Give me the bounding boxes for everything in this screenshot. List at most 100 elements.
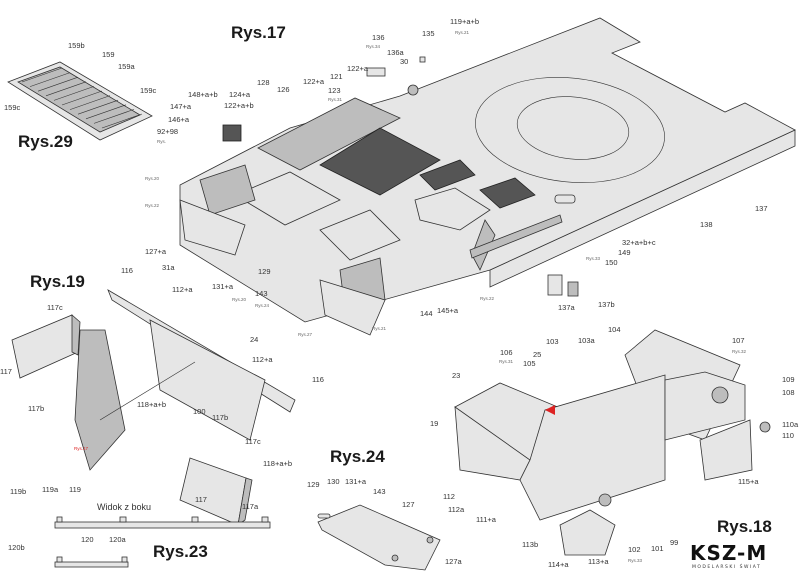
- grille-slat: [85, 104, 127, 120]
- part-number-label: 122+a+b: [224, 101, 254, 110]
- figure-reference-label: Rys.: [157, 139, 166, 144]
- part-number-label: 117c: [245, 437, 261, 446]
- figure-reference-label: Rys.31: [328, 97, 343, 102]
- part-number-label: 117b: [28, 404, 44, 413]
- part-number-label: 117c: [47, 303, 63, 312]
- part-number-label: 159c: [140, 86, 157, 95]
- grille-slat: [21, 67, 63, 83]
- part-number-label: 110: [782, 431, 794, 440]
- part-number-label: 105: [523, 359, 536, 368]
- part-number-label: 159: [102, 50, 115, 59]
- part-number-label: 129: [307, 480, 320, 489]
- part-number-label: 19: [430, 419, 438, 428]
- stowage-box-assembly-rys18: [454, 329, 771, 556]
- side-view-caption: Widok z boku: [97, 502, 151, 512]
- grille-slat: [93, 109, 135, 124]
- fender-assembly-rys19: [11, 289, 296, 526]
- part-number-label: 25: [533, 350, 541, 359]
- figure-title-rys23: Rys.23: [153, 542, 208, 561]
- part-number-label: 135: [422, 29, 435, 38]
- figure-reference-label: Rys.22: [480, 296, 495, 301]
- part-number-label: 159b: [68, 41, 85, 50]
- cross-reference-red: Rys.17: [74, 446, 89, 451]
- part-number-label: 30: [400, 57, 408, 66]
- part-number-label: 118+a+b: [137, 400, 166, 409]
- figure-reference-label: Rys.31: [499, 359, 514, 364]
- part-number-label: 128: [257, 78, 270, 87]
- side-view-rails-rys23: [54, 516, 271, 568]
- part-number-label: 120a: [109, 535, 127, 544]
- figure-reference-label: Rys.33: [586, 256, 601, 261]
- engine-grille-part-159: [7, 61, 153, 141]
- part-number-label: 103a: [578, 336, 596, 345]
- part-number-label: 111+a: [476, 515, 497, 524]
- figure-reference-label: Rys.21: [372, 326, 387, 331]
- part-number-label: 24: [250, 335, 258, 344]
- part-number-label: 112+a: [252, 355, 273, 364]
- part-number-label: 149: [618, 248, 631, 257]
- figure-title-rys19: Rys.19: [30, 272, 85, 291]
- hull-deck-assembly: [179, 17, 796, 336]
- part-number-label: 131+a: [345, 477, 367, 486]
- part-number-label: 130: [327, 477, 340, 486]
- part-number-label: 120b: [8, 543, 25, 552]
- ksz-m-logo: KSZ-M MODELARSKI ŚWIAT: [690, 541, 767, 570]
- part-number-label: 127+a: [145, 247, 167, 256]
- part-number-label: 119b: [10, 487, 26, 496]
- part-number-label: 136a: [387, 48, 405, 57]
- grille-slat: [53, 86, 95, 101]
- figure-title-rys18: Rys.18: [717, 517, 772, 536]
- grille-slat: [101, 113, 143, 129]
- figure-reference-label: Rys.24: [255, 303, 270, 308]
- part-number-label: 115+a: [738, 477, 759, 486]
- grille-slat: [45, 81, 87, 97]
- part-number-label: 145+a: [437, 306, 459, 315]
- part-number-label: 117b: [212, 413, 228, 422]
- part-number-label: 122+a: [303, 77, 325, 86]
- part-number-label: 117: [195, 495, 207, 504]
- part-number-label: 120: [81, 535, 94, 544]
- part-number-label: 108: [782, 388, 795, 397]
- part-number-label: 102: [628, 545, 641, 554]
- part-number-label: 123: [328, 86, 341, 95]
- part-number-label: 138: [700, 220, 713, 229]
- grille-slat: [37, 76, 79, 92]
- part-number-label: 118+a+b: [263, 459, 292, 468]
- part-number-label: 110a: [782, 420, 799, 429]
- part-number-label: 112: [443, 492, 455, 501]
- figure-reference-label: Rys.34: [366, 44, 381, 49]
- part-number-label: 144: [420, 309, 433, 318]
- logo-subtitle: MODELARSKI ŚWIAT: [692, 563, 761, 570]
- part-number-label: 23: [452, 371, 460, 380]
- figure-title-rys29: Rys.29: [18, 132, 73, 151]
- part-number-label: 100: [193, 407, 206, 416]
- part-number-label: 112+a: [172, 285, 193, 294]
- part-number-label: 146+a: [168, 115, 190, 124]
- part-number-label: 147+a: [170, 102, 192, 111]
- part-number-label: 137: [755, 204, 768, 213]
- figure-reference-label: Rys.33: [628, 558, 643, 563]
- figure-reference-label: Rys.22: [145, 203, 160, 208]
- figure-reference-label: Rys.20: [232, 297, 247, 302]
- grille-slat: [69, 95, 111, 110]
- figure-reference-label: Rys.20: [145, 176, 160, 181]
- part-number-label: 92+98: [157, 127, 178, 136]
- part-number-label: 114+a: [548, 560, 569, 569]
- part-number-label: 126: [277, 85, 290, 94]
- part-number-label: 150: [605, 258, 618, 267]
- part-number-label: 109: [782, 375, 795, 384]
- figure-title-rys17: Rys.17: [231, 23, 286, 42]
- grille-slat: [61, 90, 103, 106]
- part-number-label: 103: [546, 337, 559, 346]
- part-number-label: 117: [0, 367, 12, 376]
- part-number-label: 127a: [445, 557, 463, 566]
- part-number-label: 107: [732, 336, 745, 345]
- part-number-label: 143: [255, 289, 268, 298]
- part-number-label: 99: [670, 538, 678, 547]
- part-number-label: 32+a+b+c: [622, 238, 656, 247]
- part-number-label: 129: [258, 267, 271, 276]
- logo-text: KSZ-M: [690, 541, 767, 565]
- grille-slat: [77, 99, 119, 115]
- part-number-label: 106: [500, 348, 513, 357]
